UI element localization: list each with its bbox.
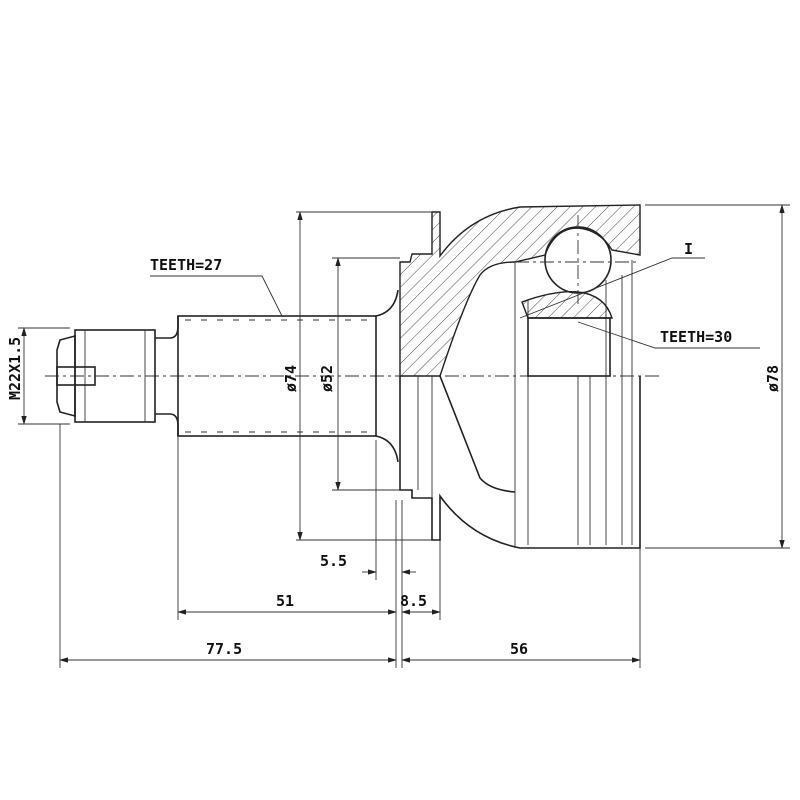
- dim-8-5: 8.5: [400, 592, 441, 615]
- dia-78-label: ø78: [764, 365, 782, 392]
- dim-51-label: 51: [276, 592, 294, 610]
- threaded-stub: [56, 316, 179, 436]
- dia-74-label: ø74: [282, 365, 300, 392]
- callout-teeth-30: TEETH=30: [577, 321, 760, 349]
- dim-5-5: 5.5: [320, 552, 416, 575]
- dia-52-label: ø52: [318, 365, 336, 392]
- outer-bell: [399, 204, 641, 549]
- dim-77-5: 77.5: [59, 640, 397, 663]
- spline-shaft: [177, 289, 399, 463]
- dim-5-5-label: 5.5: [320, 552, 347, 570]
- dim-dia-74: ø74: [282, 211, 432, 541]
- dim-8-5-label: 8.5: [400, 592, 427, 610]
- dim-thread: M22X1.5: [6, 327, 70, 425]
- extension-lines: [59, 424, 641, 668]
- dim-56-label: 56: [510, 640, 528, 658]
- teeth-27-label: TEETH=27: [150, 256, 222, 274]
- section-i-label: I: [684, 240, 693, 258]
- teeth-30-label: TEETH=30: [660, 328, 732, 346]
- dim-51: 51: [177, 592, 397, 615]
- dim-77-5-label: 77.5: [206, 640, 242, 658]
- dim-dia-52: ø52: [318, 257, 400, 491]
- dim-56: 56: [401, 640, 641, 663]
- dim-dia-78: ø78: [645, 204, 790, 549]
- callout-section-i: I: [519, 240, 705, 319]
- thread-label: M22X1.5: [6, 337, 24, 400]
- callout-teeth-27: TEETH=27: [150, 256, 283, 317]
